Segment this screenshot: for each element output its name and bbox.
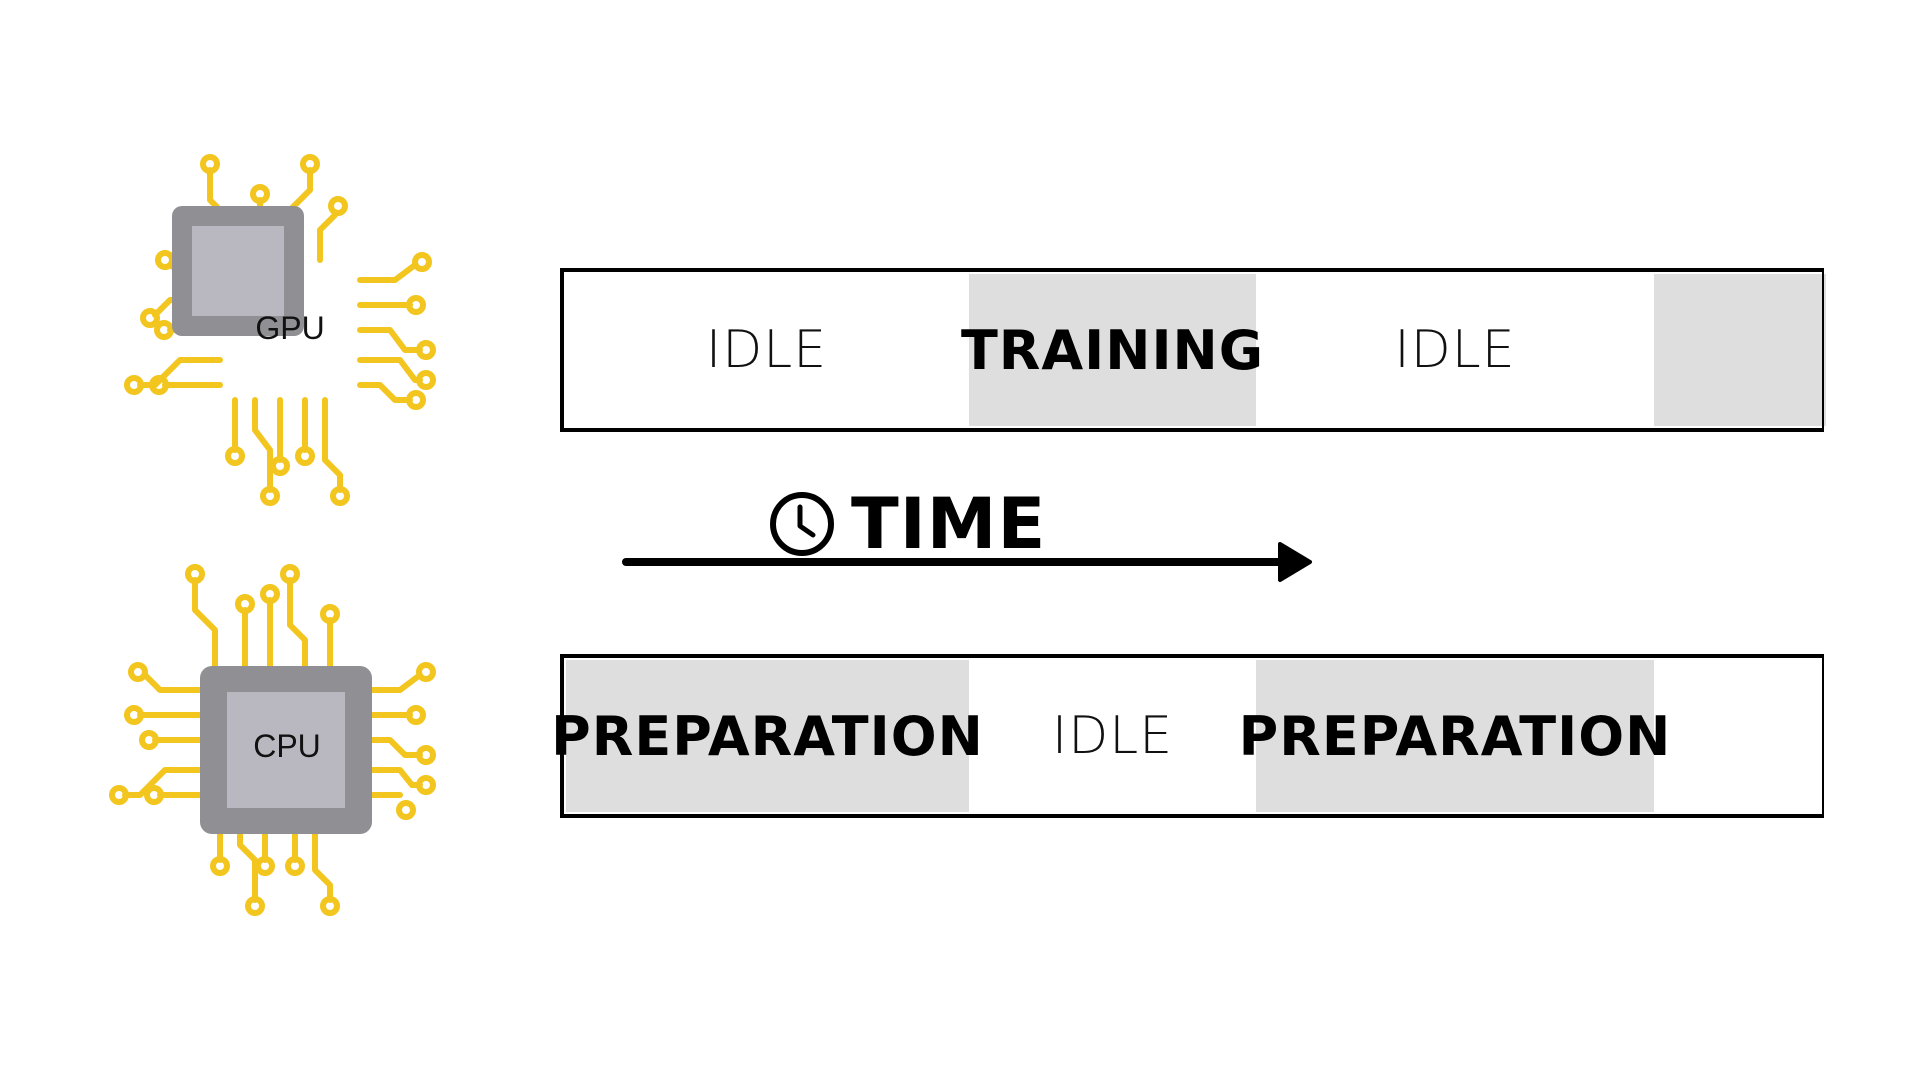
clock-icon: [770, 492, 834, 556]
time-label: TIME: [767, 483, 1046, 565]
cpu-label: CPU: [253, 728, 321, 764]
gpu-segment-training-2: [1654, 274, 1826, 426]
time-text: TIME: [851, 483, 1047, 565]
time-arrow: [622, 542, 1312, 582]
gpu-segment-idle-2: IDLE: [1394, 320, 1516, 380]
gpu-segment-idle-1: IDLE: [705, 320, 828, 380]
gpu-segment-training: TRAINING: [961, 274, 1263, 426]
cpu-segment-preparation-2: PREPARATION: [1239, 660, 1670, 812]
cpu-timeline: PREPARATION IDLE PREPARATION: [551, 654, 1826, 818]
gpu-label: GPU: [255, 310, 325, 346]
cpu-segment-preparation-1: PREPARATION: [551, 660, 983, 812]
cpu-segment-idle: IDLE: [1051, 706, 1174, 766]
cpu-chip-icon: CPU: [100, 560, 460, 920]
gpu-chip-icon: GPU: [110, 150, 470, 510]
gpu-timeline: IDLE TRAINING IDLE: [560, 268, 1826, 432]
cpu-segment-idle-2: [1654, 660, 1826, 812]
